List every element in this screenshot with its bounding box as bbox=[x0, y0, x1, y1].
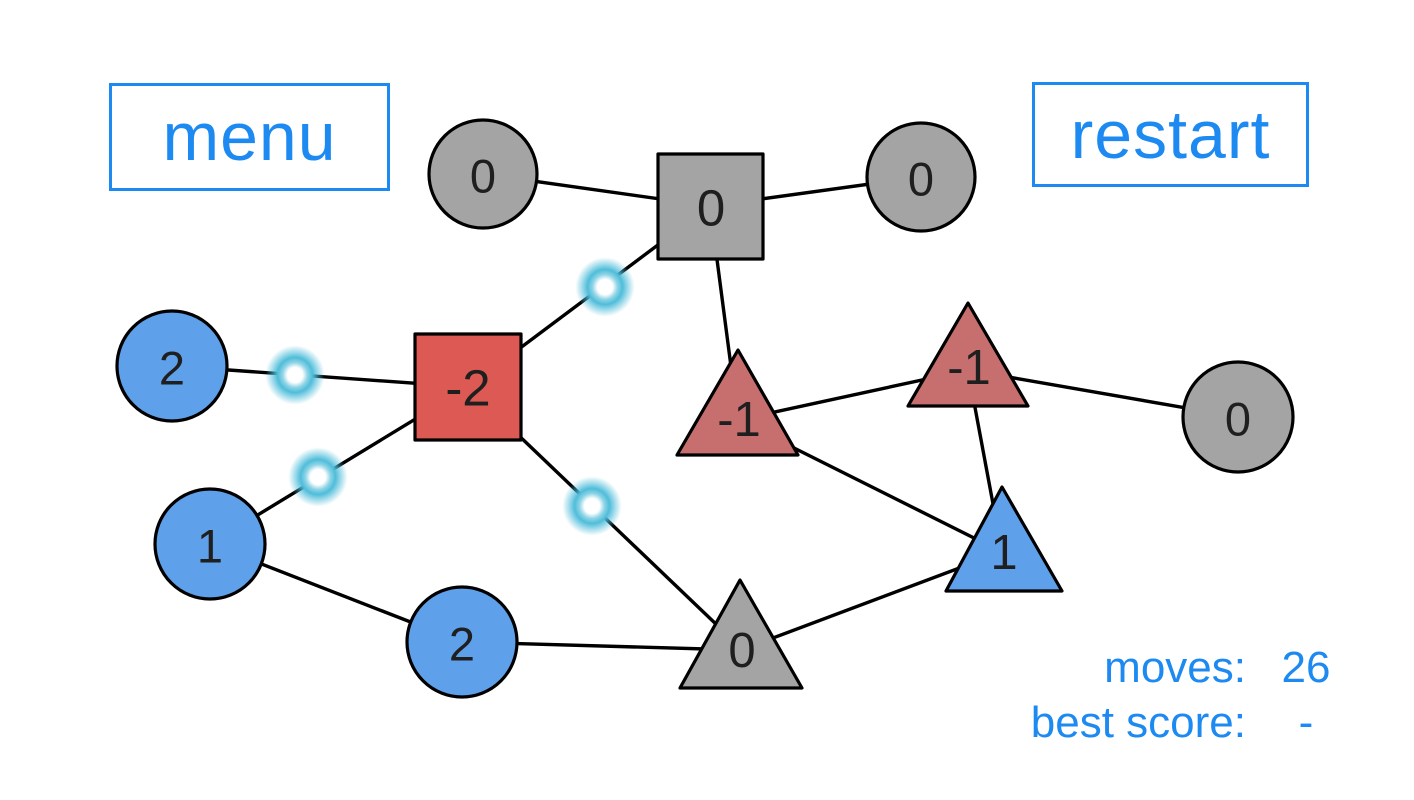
scoreboard: moves: 26 best score: - bbox=[1031, 640, 1356, 750]
menu-button[interactable]: menu bbox=[109, 83, 390, 191]
restart-button-label: restart bbox=[1070, 96, 1271, 173]
edge-glow-dot[interactable] bbox=[280, 439, 356, 515]
node-square-red-center[interactable]: -2 bbox=[413, 332, 523, 442]
node-triangle-red-center[interactable]: -1 bbox=[675, 348, 800, 457]
menu-button-label: menu bbox=[162, 99, 337, 175]
moves-label: moves: bbox=[1104, 643, 1246, 692]
moves-value: 26 bbox=[1281, 643, 1331, 692]
node-square-gray-top[interactable]: 0 bbox=[656, 152, 765, 261]
edge-glow-dot[interactable] bbox=[567, 249, 643, 325]
restart-button[interactable]: restart bbox=[1032, 82, 1309, 187]
node-circle-blue-mid-left[interactable]: 1 bbox=[153, 487, 267, 601]
node-circle-blue-left[interactable]: 2 bbox=[115, 309, 229, 423]
node-circle-blue-bottom[interactable]: 2 bbox=[405, 585, 519, 699]
node-circle-gray-top-right[interactable]: 0 bbox=[865, 121, 977, 233]
best-score-label: best score: bbox=[1030, 698, 1246, 747]
edge-glow-dot[interactable] bbox=[257, 337, 333, 413]
node-triangle-blue-right[interactable]: 1 bbox=[944, 485, 1064, 593]
node-circle-gray-right[interactable]: 0 bbox=[1181, 360, 1295, 474]
node-circle-gray-top-left[interactable]: 0 bbox=[427, 118, 539, 230]
edge-glow-dot[interactable] bbox=[554, 468, 630, 544]
best-score-value: - bbox=[1298, 698, 1314, 747]
node-triangle-red-right[interactable]: -1 bbox=[906, 301, 1030, 408]
